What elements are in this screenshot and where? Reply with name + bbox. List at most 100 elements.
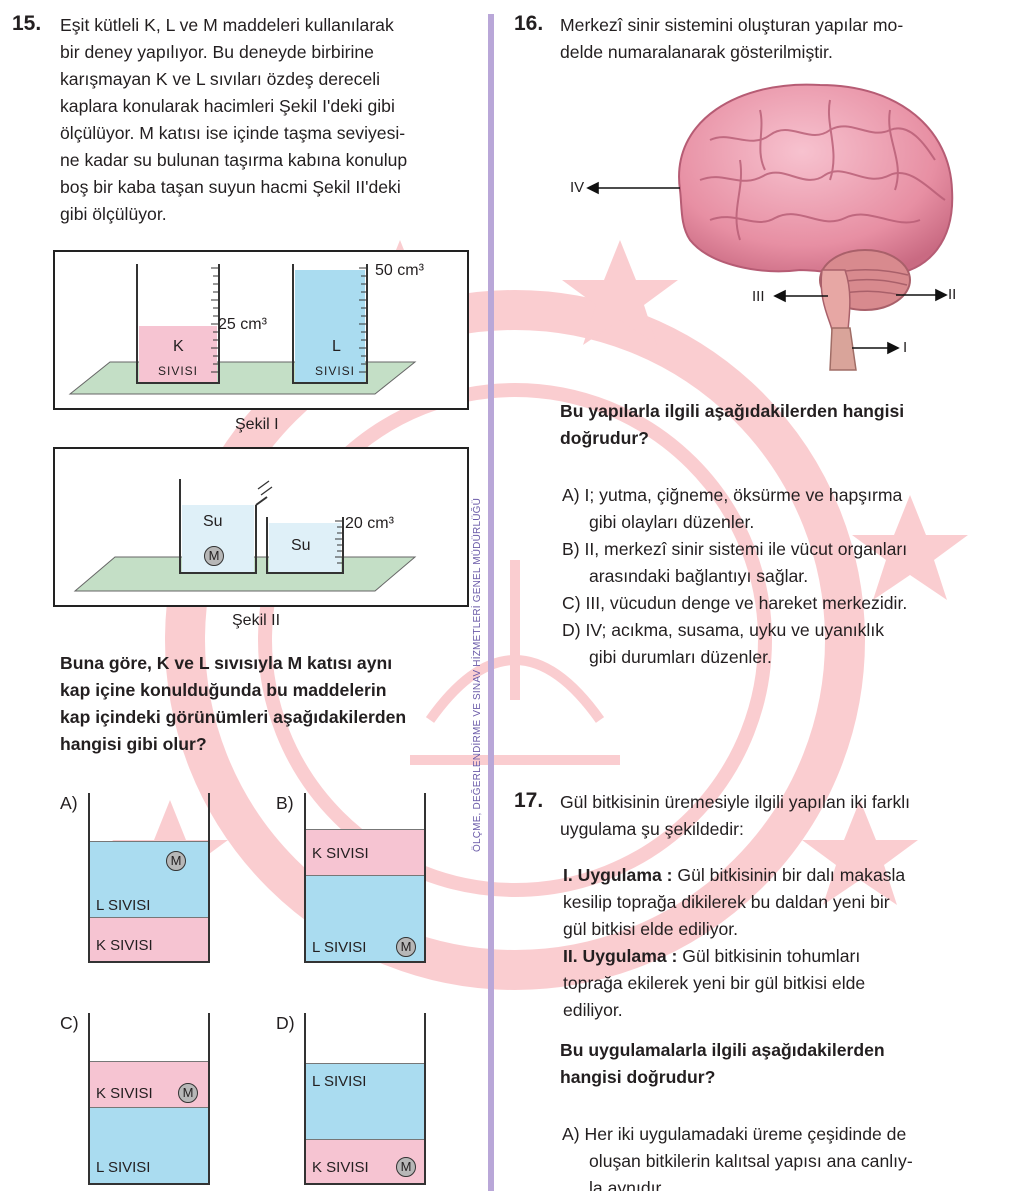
option-c-container[interactable]: K SIVISI M L SIVISI xyxy=(88,1013,210,1185)
application-1-label: I. Uygulama : xyxy=(563,865,673,885)
application-2-label: II. Uygulama : xyxy=(563,946,678,966)
k-liquid-label: K SIVISI xyxy=(312,1159,369,1176)
label-i: I xyxy=(903,339,908,356)
answer-option-a[interactable]: A) Her iki uygulamadaki üreme çeşidinde … xyxy=(562,1121,1002,1148)
q15-line: bir deney yapılıyor. Bu deneyde birbirin… xyxy=(60,42,374,62)
l-liquid-layer xyxy=(90,1107,208,1183)
answer-text: IV; acıkma, susama, uyku ve uyanıklık xyxy=(585,620,885,640)
label-iii: III xyxy=(752,288,765,305)
option-a-label[interactable]: A) xyxy=(60,793,78,813)
k-label: K xyxy=(173,338,184,355)
answer-key: C) xyxy=(562,593,581,613)
brain-model-illustration xyxy=(586,83,954,371)
answer-key: A) xyxy=(562,1124,580,1144)
l-liquid-layer xyxy=(306,1063,424,1139)
answer-option-d[interactable]: D) IV; acıkma, susama, uyku ve uyanıklık xyxy=(562,617,1002,644)
answer-option-b[interactable]: B) II, merkezî sinir sistemi ile vücut o… xyxy=(562,536,1002,563)
answer-text-cont: gibi durumları düzenler. xyxy=(589,647,772,667)
column-divider xyxy=(488,14,494,1191)
option-a-container[interactable]: M L SIVISI K SIVISI xyxy=(88,793,210,963)
answer-option-c[interactable]: C) III, vücudun denge ve hareket merkezi… xyxy=(562,590,1002,617)
q15-line: gibi ölçülüyor. xyxy=(60,204,167,224)
k-liquid-layer xyxy=(306,829,424,875)
question-16-answers: A) I; yutma, çiğneme, öksürme ve hapşırm… xyxy=(562,482,1002,671)
k-volume-label: 25 cm³ xyxy=(218,316,267,333)
k-liquid-layer xyxy=(90,917,208,961)
m-solid-ball: M xyxy=(166,851,186,871)
question-17-applications: I. Uygulama : Gül bitkisinin bir dalı ma… xyxy=(563,862,1003,1024)
answer-text-cont: la aynıdır. xyxy=(589,1178,666,1191)
q15-prompt-line: kap içindeki görünümleri aşağıdakilerden xyxy=(60,707,407,727)
q15-line: ne kadar su bulunan taşırma kabına konul… xyxy=(60,150,408,170)
application-2-text: ediliyor. xyxy=(563,1000,623,1020)
figure-1: K SIVISI 25 cm³ L SIVISI 50 cm³ xyxy=(53,250,469,410)
question-16-number: 16. xyxy=(514,12,544,35)
application-1-text: Gül bitkisinin bir dalı makasla xyxy=(672,865,906,885)
l-liquid-label: L SIVISI xyxy=(96,897,151,914)
application-1-text: kesilip toprağa dikilerek bu daldan yeni… xyxy=(563,892,890,912)
k-sub-label: SIVISI xyxy=(158,364,199,378)
answer-text-cont: oluşan bitkilerin kalıtsal yapısı ana ca… xyxy=(589,1151,913,1171)
question-15-prompt: Buna göre, K ve L sıvısıyla M katısı ayn… xyxy=(60,650,480,758)
m-solid-ball: M xyxy=(396,1157,416,1177)
option-b-container[interactable]: K SIVISI L SIVISI M xyxy=(304,793,426,963)
answer-text: Her iki uygulamadaki üreme çeşidinde de xyxy=(584,1124,907,1144)
k-liquid-label: K SIVISI xyxy=(96,937,153,954)
su-label-2: Su xyxy=(291,537,311,554)
q16-line: delde numaralanarak gösterilmiştir. xyxy=(560,42,833,62)
question-16-prompt: Bu yapılarla ilgili aşağıdakilerden hang… xyxy=(560,398,1000,452)
q15-line: Eşit kütleli K, L ve M maddeleri kullanı… xyxy=(60,15,394,35)
l-liquid-label: L SIVISI xyxy=(312,939,367,956)
answer-text: II, merkezî sinir sistemi ile vücut orga… xyxy=(584,539,908,559)
l-volume-label: 50 cm³ xyxy=(375,262,424,279)
q16-prompt-line: doğrudur? xyxy=(560,428,649,448)
l-liquid-label: L SIVISI xyxy=(96,1159,151,1176)
q15-prompt-line: kap içine konulduğunda bu maddelerin xyxy=(60,680,387,700)
k-liquid-label: K SIVISI xyxy=(96,1085,153,1102)
l-label: L xyxy=(332,338,341,355)
answer-key: A) xyxy=(562,485,580,505)
option-d-label[interactable]: D) xyxy=(276,1013,295,1033)
answer-text: I; yutma, çiğneme, öksürme ve hapşırma xyxy=(584,485,903,505)
answer-key: B) xyxy=(562,539,580,559)
m-solid-ball: M xyxy=(204,546,224,566)
question-15-text: Eşit kütleli K, L ve M maddeleri kullanı… xyxy=(60,12,480,228)
m-solid-ball: M xyxy=(178,1083,198,1103)
option-c-label[interactable]: C) xyxy=(60,1013,79,1033)
option-d-container[interactable]: L SIVISI K SIVISI M xyxy=(304,1013,426,1185)
figure-1-caption: Şekil I xyxy=(235,416,279,433)
q16-prompt-line: Bu yapılarla ilgili aşağıdakilerden hang… xyxy=(560,401,905,421)
q15-prompt-line: hangisi gibi olur? xyxy=(60,734,207,754)
l-liquid-label: L SIVISI xyxy=(312,1073,367,1090)
answer-text-cont: arasındaki bağlantıyı sağlar. xyxy=(589,566,809,586)
q17-line: uygulama şu şekildedir: xyxy=(560,819,744,839)
answer-key: D) xyxy=(562,620,581,640)
figure-2-caption: Şekil II xyxy=(232,612,281,629)
l-sub-label: SIVISI xyxy=(315,364,356,378)
application-2-text: toprağa ekilerek yeni bir gül bitkisi el… xyxy=(563,973,866,993)
option-b-label[interactable]: B) xyxy=(276,793,294,813)
overflow-volume-label: 20 cm³ xyxy=(345,515,394,532)
su-label-1: Su xyxy=(203,513,223,530)
m-solid-ball: M xyxy=(396,937,416,957)
question-17-number: 17. xyxy=(514,789,544,812)
answer-option-a[interactable]: A) I; yutma, çiğneme, öksürme ve hapşırm… xyxy=(562,482,1002,509)
k-liquid-label: K SIVISI xyxy=(312,845,369,862)
answer-text: III, vücudun denge ve hareket merkezidir… xyxy=(585,593,908,613)
q17-line: Gül bitkisinin üremesiyle ilgili yapılan… xyxy=(560,792,911,812)
application-2-text: Gül bitkisinin tohumları xyxy=(677,946,861,966)
answer-text-cont: gibi olayları düzenler. xyxy=(589,512,755,532)
label-ii: II xyxy=(948,286,957,303)
q16-line: Merkezî sinir sistemini oluşturan yapıla… xyxy=(560,15,904,35)
q15-line: boş bir kaba taşan suyun hacmi Şekil II'… xyxy=(60,177,401,197)
question-17-prompt: Bu uygulamalarla ilgili aşağıdakilerden … xyxy=(560,1037,1000,1091)
question-15-number: 15. xyxy=(12,12,42,35)
figure-2: Su M Su 20 cm³ xyxy=(53,447,469,607)
q15-prompt-line: Buna göre, K ve L sıvısıyla M katısı ayn… xyxy=(60,653,393,673)
q15-line: kaplara konularak hacimleri Şekil I'deki… xyxy=(60,96,395,116)
figure-1-drawing xyxy=(68,264,417,395)
label-iv: IV xyxy=(570,179,585,196)
q17-prompt-line: hangisi doğrudur? xyxy=(560,1067,716,1087)
q15-line: karışmayan K ve L sıvıları özdeş derecel… xyxy=(60,69,381,89)
question-17-answers: A) Her iki uygulamadaki üreme çeşidinde … xyxy=(562,1121,1002,1191)
